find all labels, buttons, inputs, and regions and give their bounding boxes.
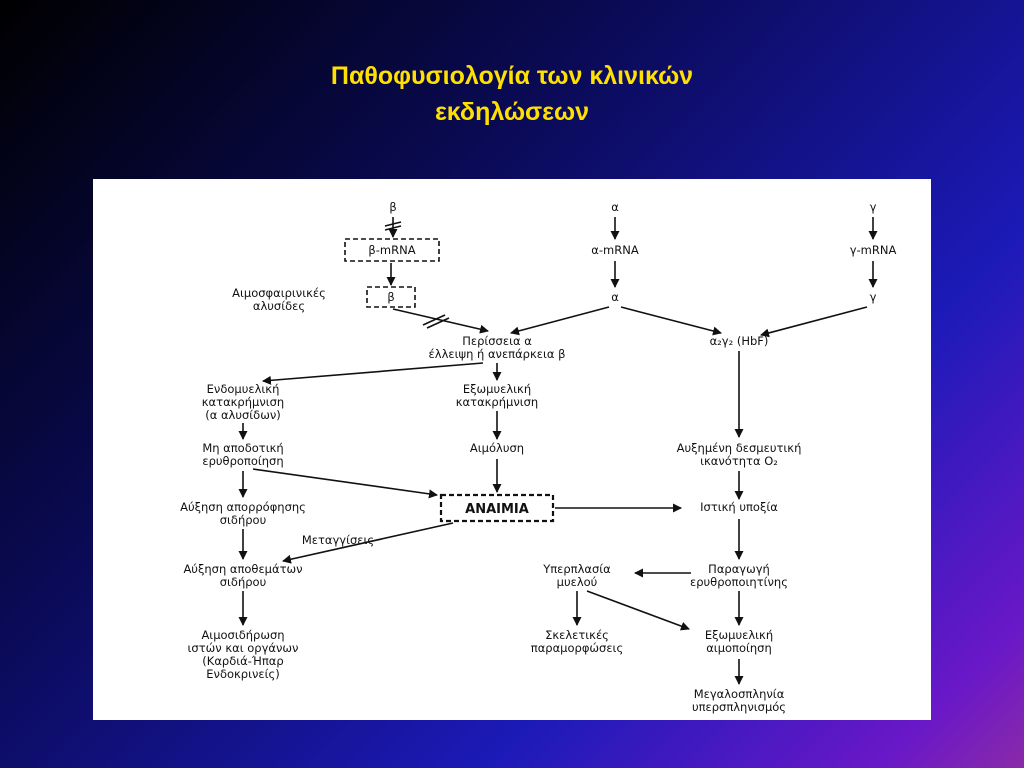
tissue-hypoxia: Ιστική υποξία — [700, 500, 778, 514]
extramedullary-hematopoiesis-2: αιμοποίηση — [706, 641, 772, 655]
block-mark-4 — [426, 317, 450, 329]
extramedullary-hematopoiesis-1: Εξωμυελική — [705, 628, 773, 642]
hemosiderosis-3: (Καρδιά-Ήπαρ — [202, 654, 283, 668]
o2-affinity-1: Αυξημένη δεσμευτική — [677, 441, 802, 455]
beta-gene: β — [389, 200, 396, 214]
iron-stores-1: Αύξηση αποθεμάτων — [183, 562, 302, 576]
slide-title-line-2: εκδηλώσεων — [434, 98, 590, 126]
arrow-gamma-to-hbf — [760, 306, 868, 338]
marrow-hyperplasia-1: Υπερπλασία — [542, 562, 611, 576]
arrow-hyperplasia-to-extramedullary-hematopoiesis — [586, 590, 690, 631]
anemia: ΑΝΑΙΜΙΑ — [465, 502, 529, 517]
iron-absorption-1: Αύξηση απορρόφησης — [180, 500, 306, 514]
arrow-ineffective-to-anemia — [252, 468, 438, 499]
arrow-alpha-to-hbf — [620, 306, 722, 336]
gamma-gene: γ — [870, 200, 877, 214]
arrow-alpha-to-imbalance — [510, 306, 610, 336]
alpha-mrna: α-mRNA — [591, 243, 639, 257]
o2-affinity-2: ικανότητα O₂ — [700, 454, 778, 468]
gamma-mrna: γ-mRNA — [850, 243, 897, 257]
intramedullary-3: (α αλυσίδων) — [205, 408, 281, 422]
iron-stores-2: σιδήρου — [220, 575, 267, 589]
splenomegaly-2: υπερσπληνισμός — [692, 700, 786, 714]
extramedullary-precip-2: κατακρήμνιση — [456, 395, 538, 409]
epo-production-2: ερυθροποιητίνης — [690, 575, 788, 589]
arrow-beta-to-imbalance — [392, 308, 489, 334]
splenomegaly-1: Μεγαλοσπληνία — [694, 687, 785, 701]
hemolysis: Αιμόλυση — [470, 441, 524, 455]
alpha-gene: α — [611, 200, 619, 214]
block-mark-2 — [384, 225, 402, 231]
anemia-box — [439, 493, 555, 523]
intramedullary-2: κατακρήμνιση — [202, 395, 284, 409]
ineffective-erythropoiesis-1: Μη αποδοτική — [202, 441, 283, 455]
epo-production-1: Παραγωγή — [708, 562, 770, 576]
alpha-chain: α — [611, 290, 619, 304]
hemosiderosis-1: Αιμοσιδήρωση — [201, 628, 284, 642]
beta-chain-box — [366, 286, 416, 308]
extramedullary-precip-1: Εξωμυελική — [463, 382, 531, 396]
block-mark-3 — [422, 314, 446, 326]
arrow-anemia-to-iron-stores — [282, 522, 454, 564]
hbf-label: α₂γ₂ (HbF) — [710, 334, 769, 348]
beta-chain: β — [387, 290, 394, 304]
marrow-hyperplasia-2: μυελού — [557, 575, 598, 589]
ineffective-erythropoiesis-2: ερυθροποίηση — [202, 454, 283, 468]
chain-imbalance-1: Περίσσεια α — [462, 334, 532, 348]
chain-imbalance-2: έλλειψη ή ανεπάρκεια β — [429, 347, 566, 361]
globin-chains-label-1: Αιμοσφαιρινικές — [232, 286, 326, 300]
hemosiderosis-2: ιστών και οργάνων — [188, 641, 299, 655]
hemosiderosis-4: Ενδοκρινείς) — [206, 667, 280, 681]
beta-mrna: β-mRNA — [368, 243, 415, 257]
beta-mrna-box — [344, 238, 440, 262]
transfusions: Μεταγγίσεις — [302, 533, 374, 547]
flow-diagram: β β-mRNA Αιμοσφαιρινικές αλυσίδες β α α-… — [180, 200, 897, 714]
slide-title-line-1: Παθοφυσιολογία των κλινικών — [330, 62, 694, 90]
diagram-panel: β β-mRNA Αιμοσφαιρινικές αλυσίδες β α α-… — [93, 179, 931, 720]
skeletal-deformities-2: παραμορφώσεις — [531, 641, 623, 655]
block-mark-1 — [384, 221, 402, 227]
iron-absorption-2: σιδήρου — [220, 513, 267, 527]
gamma-chain: γ — [870, 290, 877, 304]
slide-title: Παθοφυσιολογία των κλινικών εκδηλώσεων — [0, 58, 1024, 130]
globin-chains-label-2: αλυσίδες — [253, 299, 305, 313]
arrow-imbalance-to-intramedullary — [262, 362, 484, 385]
skeletal-deformities-1: Σκελετικές — [545, 628, 609, 642]
intramedullary-1: Ενδομυελική — [207, 382, 280, 396]
